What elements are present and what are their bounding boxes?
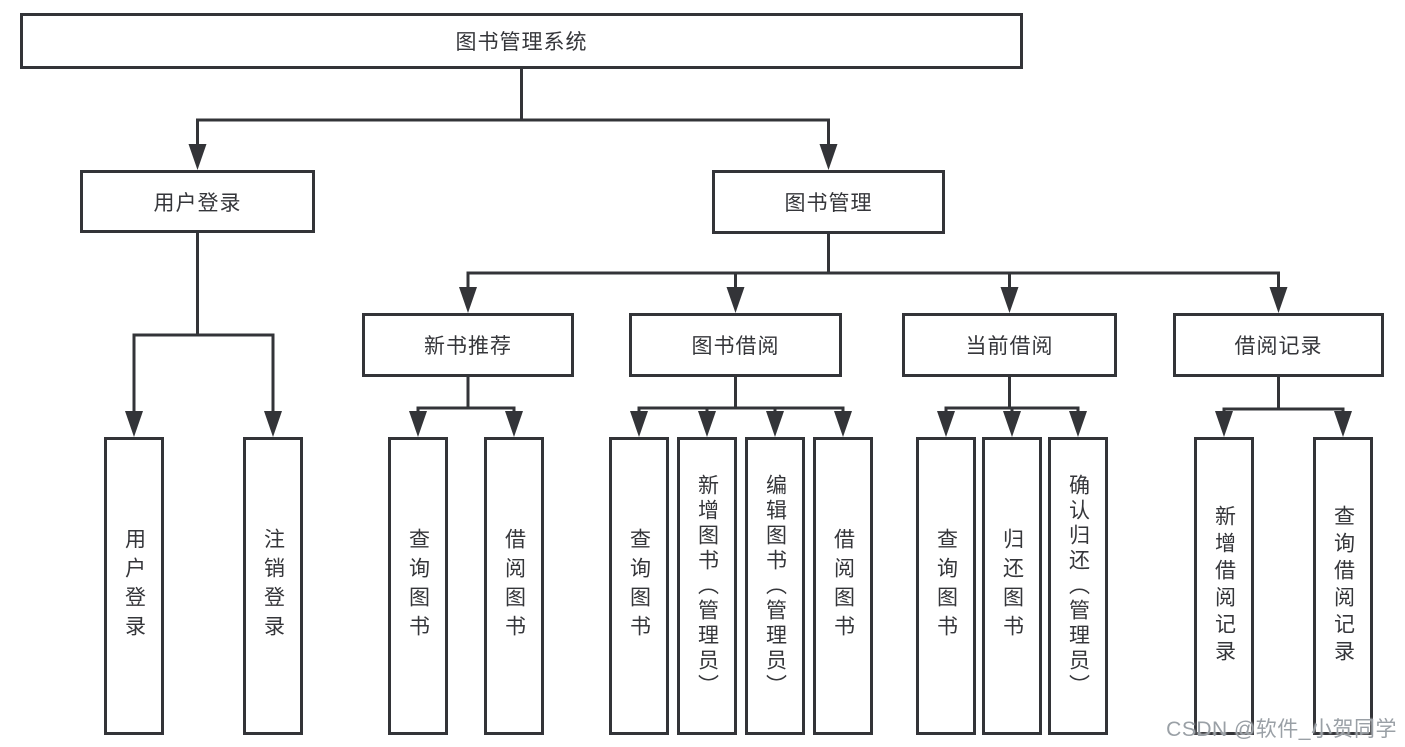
node-borrow-records: 借阅记录 xyxy=(1173,313,1384,377)
node-logout: 注销登录 xyxy=(243,437,303,735)
node-new-books-label: 新书推荐 xyxy=(424,335,512,358)
node-logout-label: 注销登录 xyxy=(261,528,285,644)
node-bb-add-book-label: 新增图书（管理员） xyxy=(695,473,719,699)
node-new-books: 新书推荐 xyxy=(362,313,574,377)
node-bb-borrow-book: 借阅图书 xyxy=(813,437,873,735)
node-cb-query-book-label: 查询图书 xyxy=(934,528,958,644)
node-bb-edit-book: 编辑图书（管理员） xyxy=(745,437,805,735)
node-br-add-record: 新增借阅记录 xyxy=(1194,437,1254,735)
node-book-mgmt: 图书管理 xyxy=(712,170,945,234)
node-cb-confirm-return-label: 确认归还（管理员） xyxy=(1066,473,1090,699)
node-br-query-record: 查询借阅记录 xyxy=(1313,437,1373,735)
node-bb-query-book-label: 查询图书 xyxy=(627,528,651,644)
node-cb-return-book: 归还图书 xyxy=(982,437,1042,735)
node-borrow-records-label: 借阅记录 xyxy=(1234,335,1323,358)
node-book-borrow-label: 图书借阅 xyxy=(691,335,780,358)
node-book-mgmt-label: 图书管理 xyxy=(784,192,873,215)
node-nb-query-book-label: 查询图书 xyxy=(406,528,430,644)
node-login: 用户登录 xyxy=(104,437,164,735)
node-current-borrow: 当前借阅 xyxy=(902,313,1117,377)
watermark: CSDN @软件_小贺同学 xyxy=(1166,718,1397,741)
node-br-add-record-label: 新增借阅记录 xyxy=(1212,505,1236,667)
node-nb-borrow-book-label: 借阅图书 xyxy=(502,528,526,644)
node-cb-query-book: 查询图书 xyxy=(916,437,976,735)
node-cb-return-book-label: 归还图书 xyxy=(1000,528,1024,644)
node-user-login-label: 用户登录 xyxy=(153,191,242,215)
node-bb-edit-book-label: 编辑图书（管理员） xyxy=(763,473,787,699)
node-nb-query-book: 查询图书 xyxy=(388,437,448,735)
node-br-query-record-label: 查询借阅记录 xyxy=(1331,505,1355,667)
node-bb-borrow-book-label: 借阅图书 xyxy=(831,528,855,644)
node-current-borrow-label: 当前借阅 xyxy=(965,335,1054,358)
node-root: 图书管理系统 xyxy=(20,13,1023,69)
node-cb-confirm-return: 确认归还（管理员） xyxy=(1048,437,1108,735)
node-root-label: 图书管理系统 xyxy=(455,31,588,54)
node-nb-borrow-book: 借阅图书 xyxy=(484,437,544,735)
node-bb-add-book: 新增图书（管理员） xyxy=(677,437,737,735)
node-bb-query-book: 查询图书 xyxy=(609,437,669,735)
node-book-borrow: 图书借阅 xyxy=(629,313,842,377)
node-user-login: 用户登录 xyxy=(80,170,315,233)
node-login-label: 用户登录 xyxy=(122,528,146,644)
